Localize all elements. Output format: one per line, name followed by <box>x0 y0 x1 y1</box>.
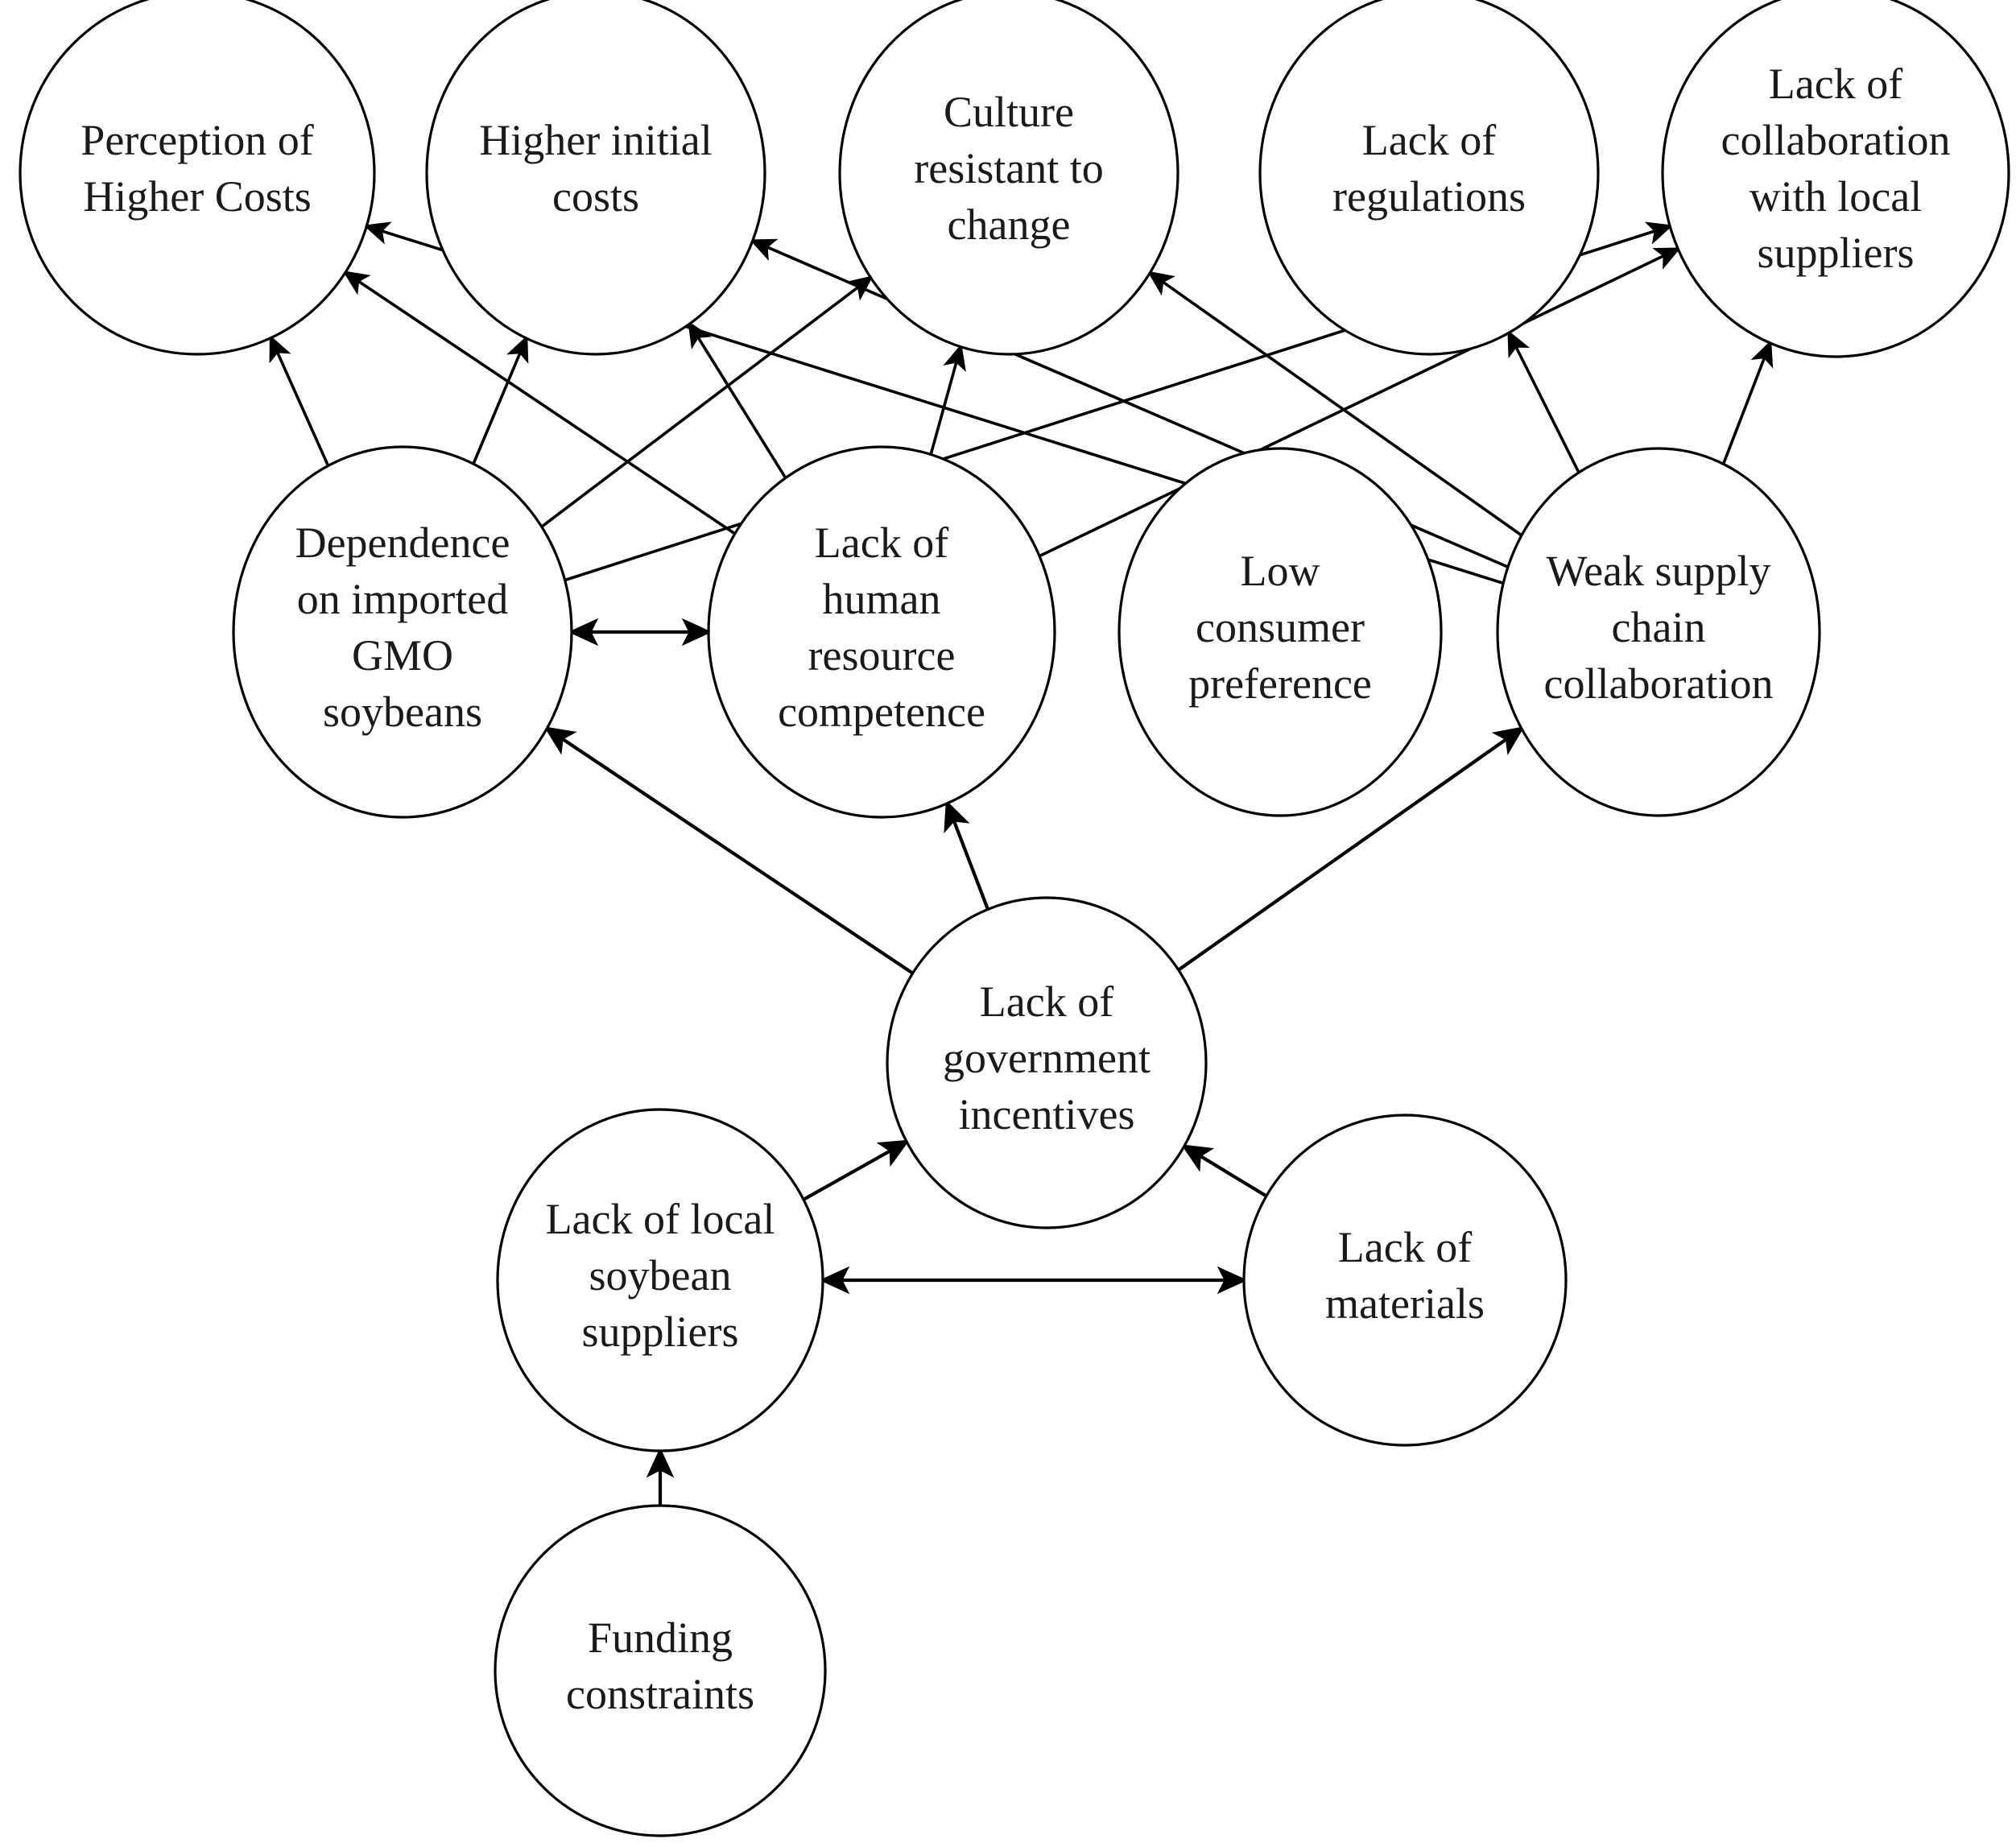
edge-lack_human_resource_competence-to-perception_higher_costs <box>342 270 737 536</box>
node-circle-weak_supply_chain_collaboration <box>1496 447 1821 817</box>
node-circle-lack_of_government_incentives <box>886 896 1208 1229</box>
node-circle-lack_of_collaboration_local_suppliers <box>1661 0 2010 358</box>
node-circle-low_consumer_preference <box>1117 447 1443 817</box>
edge-weak_supply_chain_collaboration-to-lack_of_collaboration_local_suppliers <box>1721 340 1774 466</box>
edge-lack_of_government_incentives-to-dependence_imported_gmo_soybeans <box>543 725 915 976</box>
edge-weak_supply_chain_collaboration-to-lack_of_regulations <box>1506 329 1581 475</box>
node-circle-dependence_imported_gmo_soybeans <box>232 445 573 819</box>
edge-lack_of_materials-to-lack_of_government_incentives <box>1180 1143 1269 1199</box>
edge-lack_human_resource_competence-to-higher_initial_costs <box>687 320 788 481</box>
node-circle-lack_of_materials <box>1242 1114 1568 1447</box>
edge-weak_supply_chain_collaboration-to-culture_resistant_to_change <box>1146 271 1524 538</box>
node-circle-lack_human_resource_competence <box>707 445 1056 819</box>
node-circle-perception_higher_costs <box>19 0 376 356</box>
edge-lack_human_resource_competence-to-lack_of_collaboration_local_suppliers <box>1037 246 1681 559</box>
node-circle-culture_resistant_to_change <box>838 0 1179 356</box>
edge-lack_human_resource_competence-to-culture_resistant_to_change <box>928 343 966 457</box>
node-circle-lack_of_regulations <box>1258 0 1600 356</box>
edge-lack_of_government_incentives-to-weak_supply_chain_collaboration <box>1175 725 1525 973</box>
edge-dependence_imported_gmo_soybeans-to-perception_higher_costs <box>269 334 331 469</box>
edge-dependence_imported_gmo_soybeans-to-higher_initial_costs <box>471 335 529 466</box>
node-circle-higher_initial_costs <box>425 0 766 356</box>
edge-lack_local_soybean_suppliers-to-lack_of_government_incentives <box>801 1139 910 1202</box>
edge-lack_of_government_incentives-to-lack_human_resource_competence <box>944 800 990 912</box>
node-circle-lack_local_soybean_suppliers <box>496 1108 824 1452</box>
edge-dependence_imported_gmo_soybeans-to-culture_resistant_to_change <box>539 275 874 529</box>
node-circle-funding_constraints <box>494 1504 827 1837</box>
